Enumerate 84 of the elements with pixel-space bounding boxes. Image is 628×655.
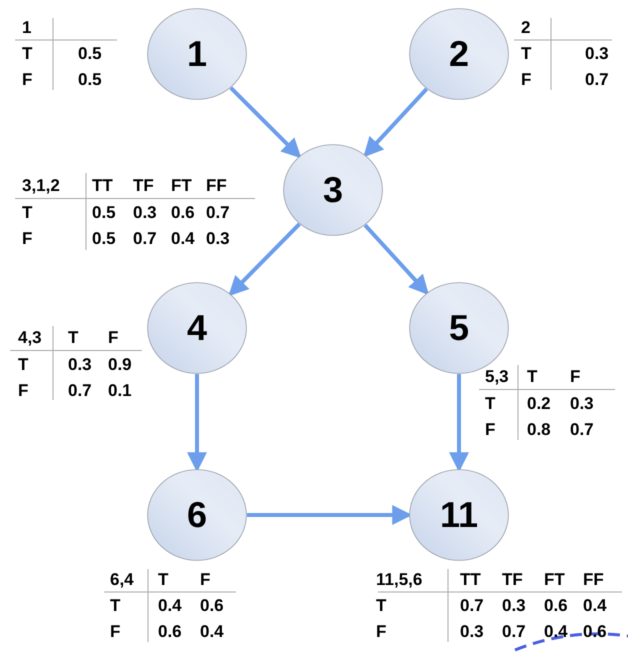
probability-value: 0.3 bbox=[585, 44, 609, 64]
probability-value: 0.7 bbox=[585, 70, 609, 90]
chance-node bbox=[409, 469, 509, 561]
table-header: F bbox=[22, 70, 32, 90]
table-header: F bbox=[22, 229, 32, 249]
table-header: TT bbox=[460, 570, 481, 590]
probability-value: 0.5 bbox=[78, 70, 102, 90]
probability-value: 0.7 bbox=[68, 381, 92, 401]
table-header: FT bbox=[171, 176, 192, 196]
arrow bbox=[228, 222, 301, 296]
table-header: 6,4 bbox=[110, 570, 134, 590]
table-header: F bbox=[108, 328, 118, 348]
probability-value: 0.6 bbox=[200, 596, 224, 616]
node-label: 2 bbox=[448, 33, 470, 75]
node-label: 3 bbox=[322, 169, 344, 211]
table-header: T bbox=[158, 570, 168, 590]
table-header: FF bbox=[206, 176, 227, 196]
probability-value: 0.3 bbox=[206, 229, 230, 249]
node-label: 4 bbox=[186, 307, 208, 349]
table-header: TF bbox=[502, 570, 523, 590]
probability-value: 0.6 bbox=[171, 203, 195, 223]
probability-value: 0.4 bbox=[158, 596, 182, 616]
probability-value: 0.9 bbox=[108, 355, 132, 375]
probability-value: 0.2 bbox=[527, 394, 551, 414]
table-header: FT bbox=[544, 570, 565, 590]
table-header: F bbox=[200, 570, 210, 590]
table-header: 2 bbox=[521, 18, 530, 38]
probability-value: 0.5 bbox=[92, 203, 116, 223]
probability-value: 0.6 bbox=[544, 596, 568, 616]
probability-value: 0.1 bbox=[108, 381, 132, 401]
probability-value: 0.8 bbox=[527, 420, 551, 440]
node-label: 6 bbox=[186, 494, 208, 536]
probability-value: 0.3 bbox=[570, 394, 594, 414]
table-header: F bbox=[18, 381, 28, 401]
probability-value: 0.3 bbox=[68, 355, 92, 375]
table-header: T bbox=[527, 367, 538, 387]
table-header: TF bbox=[133, 176, 154, 196]
table-header: TT bbox=[92, 176, 113, 196]
arrow bbox=[364, 224, 429, 296]
table-header: F bbox=[570, 367, 580, 387]
table-header: 1 bbox=[22, 18, 32, 38]
table-header: 5,3 bbox=[485, 367, 509, 387]
probability-value: 0.6 bbox=[158, 622, 182, 642]
probability-value: 0.7 bbox=[502, 622, 526, 642]
table-header: T bbox=[376, 596, 386, 616]
probability-value: 0.5 bbox=[78, 44, 102, 64]
table-header: F bbox=[521, 70, 532, 90]
chance-node bbox=[147, 282, 247, 374]
arrow bbox=[229, 86, 302, 158]
probability-value: 0.5 bbox=[92, 229, 116, 249]
table-header: 4,3 bbox=[18, 328, 42, 348]
table-header: 3,1,2 bbox=[22, 176, 60, 196]
table-header: F bbox=[376, 622, 386, 642]
table-header: T bbox=[18, 355, 28, 375]
chance-node bbox=[283, 144, 383, 236]
probability-value: 0.7 bbox=[570, 420, 594, 440]
chance-node bbox=[147, 8, 247, 100]
table-header: T bbox=[22, 203, 32, 223]
node-label: 1 bbox=[186, 33, 208, 75]
probability-value: 0.7 bbox=[460, 596, 484, 616]
probability-value: 0.3 bbox=[133, 203, 157, 223]
probability-value: 0.3 bbox=[502, 596, 526, 616]
chance-node bbox=[147, 469, 247, 561]
table-header: 11,5,6 bbox=[376, 570, 422, 590]
table-header: T bbox=[110, 596, 120, 616]
table-header: T bbox=[521, 44, 532, 64]
probability-value: 0.4 bbox=[583, 596, 607, 616]
table-header: T bbox=[22, 44, 32, 64]
node-label: 5 bbox=[448, 307, 470, 349]
probability-value: 0.7 bbox=[206, 203, 230, 223]
node-label: 11 bbox=[440, 494, 478, 536]
table-header: FF bbox=[583, 570, 604, 590]
probability-value: 0.4 bbox=[171, 229, 195, 249]
table-header: T bbox=[485, 394, 496, 414]
probability-value: 0.3 bbox=[460, 622, 484, 642]
table-header: F bbox=[485, 420, 496, 440]
table-header: T bbox=[68, 328, 78, 348]
table-header: F bbox=[110, 622, 120, 642]
probability-value: 0.7 bbox=[133, 229, 157, 249]
probability-value: 0.4 bbox=[544, 622, 568, 642]
chance-node bbox=[409, 8, 509, 100]
probability-value: 0.6 bbox=[583, 622, 607, 642]
arrow bbox=[363, 88, 428, 158]
probability-value: 0.4 bbox=[200, 622, 224, 642]
